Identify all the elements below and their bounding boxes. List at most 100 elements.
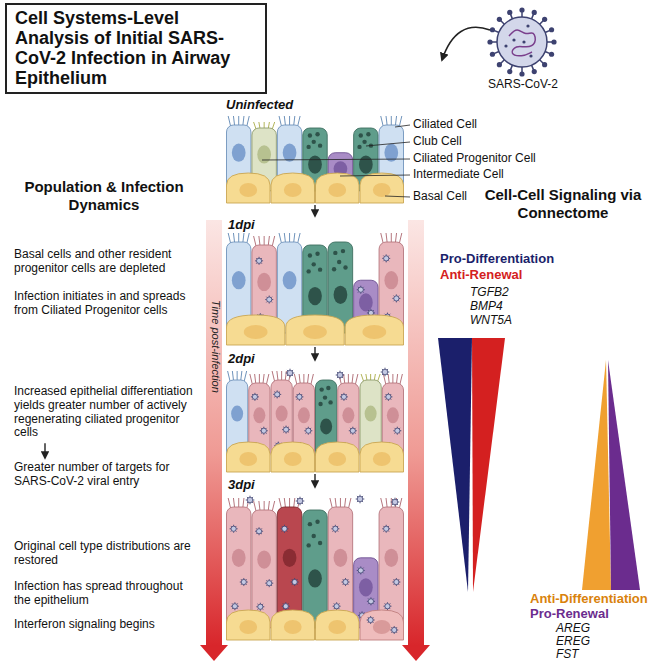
virion bbox=[297, 394, 302, 399]
apical-cell bbox=[238, 498, 239, 508]
virus-icon bbox=[504, 44, 507, 47]
apical-cell bbox=[228, 498, 230, 508]
apical-cell bbox=[355, 374, 357, 384]
gene-label: WNT5A bbox=[470, 314, 512, 327]
cell-type-label: Club Cell bbox=[413, 135, 462, 149]
apical-cell bbox=[320, 418, 332, 434]
virus-icon bbox=[519, 7, 524, 12]
apical-cell bbox=[386, 116, 387, 126]
virion bbox=[232, 604, 237, 609]
section-heading: Population & Infection Dynamics bbox=[6, 178, 202, 214]
virion bbox=[356, 495, 365, 504]
virion bbox=[367, 616, 375, 624]
signal-gradient bbox=[438, 338, 472, 592]
basal-cell bbox=[362, 325, 386, 339]
apical-cell bbox=[306, 145, 310, 149]
stage-label: 2dpi bbox=[228, 352, 255, 367]
virion bbox=[357, 496, 363, 502]
epithelium bbox=[227, 368, 404, 472]
apical-cell bbox=[254, 122, 256, 129]
virion bbox=[341, 394, 346, 399]
virion bbox=[280, 525, 288, 533]
apical-cell bbox=[263, 374, 264, 384]
basal-cell bbox=[360, 173, 404, 203]
signal-gradient bbox=[582, 360, 611, 590]
apical-cell bbox=[272, 371, 274, 381]
apical-cell bbox=[284, 233, 285, 243]
apical-cell bbox=[342, 407, 354, 423]
apical-cell bbox=[328, 400, 332, 404]
virion bbox=[273, 390, 281, 398]
stage-label: 3dpi bbox=[228, 478, 255, 493]
virion bbox=[283, 604, 288, 609]
virus-icon bbox=[512, 38, 515, 41]
leader-line bbox=[385, 196, 410, 197]
apical-cell bbox=[277, 371, 278, 381]
basal-cell bbox=[303, 325, 327, 339]
basal-cell bbox=[227, 442, 271, 472]
virus-icon bbox=[549, 27, 554, 32]
apical-cell bbox=[283, 144, 297, 162]
virion bbox=[256, 529, 261, 534]
time-arrow bbox=[200, 220, 430, 661]
basal-cell bbox=[316, 173, 360, 203]
apical-cell bbox=[253, 407, 265, 423]
section-heading: Cell-Cell Signaling via Connectome bbox=[466, 186, 660, 222]
virion bbox=[283, 427, 288, 432]
apical-cell bbox=[303, 510, 327, 628]
virus-icon bbox=[519, 71, 524, 76]
basal-cell bbox=[328, 620, 346, 634]
virion bbox=[349, 427, 357, 435]
leader-line bbox=[366, 142, 410, 146]
apical-cell bbox=[298, 116, 300, 126]
virus-icon bbox=[497, 17, 502, 22]
apical-cell bbox=[337, 260, 341, 264]
basal-cell bbox=[360, 610, 404, 640]
apical-cell bbox=[243, 233, 244, 243]
apical-cell bbox=[361, 374, 363, 381]
basal-cell bbox=[373, 620, 391, 634]
virion bbox=[368, 599, 373, 604]
signal-gradient bbox=[472, 338, 505, 592]
apical-cell bbox=[285, 371, 286, 381]
apical-cell bbox=[231, 406, 243, 422]
stage-arrow bbox=[314, 205, 315, 216]
apical-cell bbox=[233, 233, 234, 243]
finding-text: Interferon signaling begins bbox=[14, 618, 202, 632]
virus-icon bbox=[487, 7, 556, 76]
apical-cell bbox=[326, 386, 330, 390]
apical-cell bbox=[243, 116, 244, 126]
virion bbox=[368, 617, 373, 622]
cell-type-label: Ciliated Cell bbox=[413, 118, 477, 132]
signal-label: Pro-Renewal bbox=[530, 607, 609, 622]
basal-cell bbox=[227, 315, 285, 345]
apical-cell bbox=[250, 374, 252, 384]
virion bbox=[350, 428, 355, 433]
virion bbox=[390, 626, 398, 634]
time-arrow bbox=[402, 645, 430, 661]
basal-cell bbox=[239, 452, 257, 466]
apical-cell bbox=[232, 549, 246, 567]
basal-cell bbox=[244, 325, 268, 339]
virion bbox=[382, 254, 390, 262]
basal-cell bbox=[227, 315, 285, 345]
virion bbox=[331, 525, 339, 533]
virion bbox=[381, 368, 390, 377]
virion bbox=[267, 581, 272, 586]
apical-cell bbox=[318, 143, 322, 147]
apical-cell bbox=[312, 534, 316, 538]
basal-cell bbox=[360, 442, 404, 472]
basal-cell bbox=[271, 442, 315, 472]
basal-cell bbox=[316, 442, 360, 472]
apical-cell bbox=[392, 374, 393, 384]
apical-cell bbox=[294, 498, 295, 508]
virion bbox=[383, 602, 391, 610]
apical-cell bbox=[328, 498, 352, 628]
virus-icon bbox=[526, 24, 529, 27]
virion bbox=[291, 578, 299, 586]
virion bbox=[287, 370, 293, 376]
apical-cell bbox=[311, 374, 313, 384]
stage-arrow bbox=[315, 205, 316, 487]
title-box: Cell Systems-Level Analysis of Initial S… bbox=[5, 3, 267, 94]
